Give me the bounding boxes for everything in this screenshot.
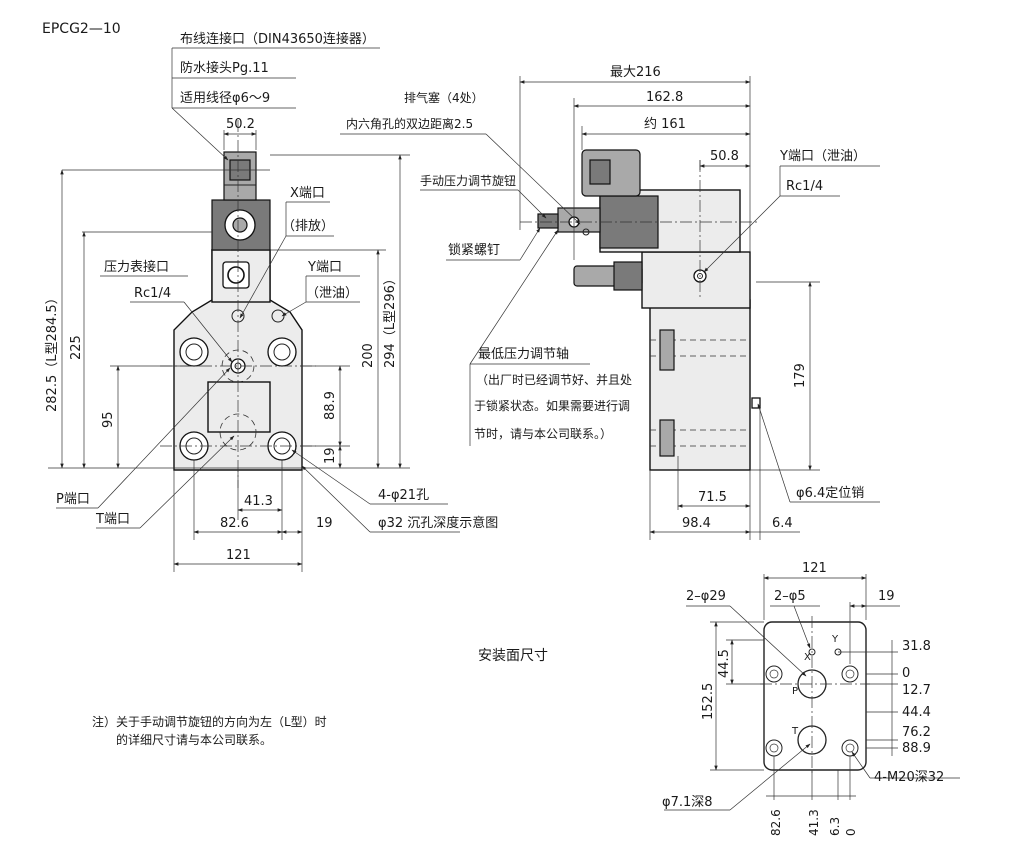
vent-plug-label: 排气塞（4处） bbox=[404, 90, 484, 105]
dim-200: 200 bbox=[361, 343, 376, 368]
y-port-note-front: （泄油） bbox=[306, 286, 358, 301]
port-x-mark: X bbox=[804, 652, 811, 663]
lock-screw-label: 锁紧螺钉 bbox=[448, 242, 500, 258]
min-shaft-label: 最低压力调节轴 bbox=[478, 347, 569, 362]
pin-label: φ6.4定位销 bbox=[796, 486, 864, 501]
dim-162-8: 162.8 bbox=[646, 90, 683, 105]
dim-6-4: 6.4 bbox=[772, 516, 793, 531]
dim-161: 约 161 bbox=[644, 117, 686, 132]
front-view bbox=[160, 120, 316, 488]
waterproof-joint-label: 防水接头Pg.11 bbox=[180, 60, 269, 76]
mount-face-title: 安装面尺寸 bbox=[478, 648, 548, 664]
dim-88-9: 88.9 bbox=[323, 391, 338, 420]
dim-225: 225 bbox=[69, 335, 84, 360]
min-shaft-note-1: （出厂时已经调节好、并且处 bbox=[476, 373, 632, 387]
phi7-label: φ7.1深8 bbox=[662, 795, 713, 810]
port-y-mark: Y bbox=[831, 634, 839, 645]
coord-76-2: 76.2 bbox=[902, 725, 931, 740]
mount-dimensions bbox=[664, 574, 960, 811]
mount-face bbox=[760, 616, 870, 776]
dim-19-vertical: 19 bbox=[323, 447, 338, 464]
gauge-port-label: 压力表接口 bbox=[104, 259, 169, 275]
holes-label: 4-φ21孔 bbox=[378, 488, 429, 503]
hex-label: 内六角孔的双边距离2.5 bbox=[346, 116, 473, 131]
dim-282-5: 282.5（L型284.5） bbox=[45, 291, 60, 412]
y-port-label-front: Y端口 bbox=[307, 260, 342, 275]
coord-88-9: 88.9 bbox=[902, 741, 931, 756]
dim-50-8: 50.8 bbox=[710, 149, 739, 164]
dim-121-front: 121 bbox=[226, 548, 251, 563]
dim-50-2: 50.2 bbox=[226, 117, 255, 132]
y-port-thread-side: Rc1/4 bbox=[786, 179, 823, 194]
min-shaft-note-3: 节时，请与本公司联系。） bbox=[474, 427, 612, 441]
mount-dim-19: 19 bbox=[878, 589, 895, 604]
dim-95: 95 bbox=[101, 411, 116, 428]
dim-98-4: 98.4 bbox=[682, 516, 711, 531]
dim-71-5: 71.5 bbox=[698, 490, 727, 505]
wire-diameter-label: 适用线径φ6～9 bbox=[180, 91, 270, 106]
m20-label: 4-M20深32 bbox=[874, 770, 944, 785]
y-port-label-side: Y端口（泄油） bbox=[779, 149, 866, 164]
note-line-1: 注）关于手动调节旋钮的方向为左（L型）时 bbox=[92, 714, 327, 729]
bottom-0: 0 bbox=[844, 828, 858, 836]
dim-82-6: 82.6 bbox=[220, 516, 249, 531]
mount-dim-121: 121 bbox=[802, 561, 827, 576]
dim-294: 294（L型296） bbox=[383, 272, 398, 368]
dim-179: 179 bbox=[793, 363, 808, 388]
x-port-note: （排放） bbox=[282, 219, 334, 234]
dim-19-horizontal: 19 bbox=[316, 516, 333, 531]
p-port-label: P端口 bbox=[56, 492, 90, 507]
dim-max-216: 最大216 bbox=[610, 65, 661, 80]
dim-41-3: 41.3 bbox=[244, 494, 273, 509]
gauge-thread: Rc1/4 bbox=[134, 286, 171, 301]
bottom-82-6: 82.6 bbox=[769, 809, 783, 836]
coord-0: 0 bbox=[902, 666, 910, 681]
side-dimensions bbox=[340, 76, 880, 540]
bottom-41-3: 41.3 bbox=[807, 809, 821, 836]
mount-dim-152-5: 152.5 bbox=[701, 683, 716, 720]
coord-44-4: 44.4 bbox=[902, 705, 931, 720]
mount-dim-2-phi29: 2–φ29 bbox=[686, 589, 726, 604]
t-port-label: T端口 bbox=[95, 512, 130, 527]
min-shaft-note-2: 于锁紧状态。如果需要进行调 bbox=[474, 398, 630, 413]
x-port-label: X端口 bbox=[290, 186, 325, 201]
mount-dim-44-5: 44.5 bbox=[717, 649, 732, 678]
coord-31-8: 31.8 bbox=[902, 639, 931, 654]
bottom-6-3: 6.3 bbox=[828, 817, 842, 836]
manual-knob-label: 手动压力调节旋钮 bbox=[420, 173, 516, 188]
front-dimensions bbox=[48, 47, 460, 572]
wiring-port-label: 布线连接口（DIN43650连接器） bbox=[180, 31, 375, 47]
counterbore-label: φ32 沉孔深度示意图 bbox=[378, 515, 498, 531]
side-view bbox=[520, 149, 761, 471]
coord-12-7: 12.7 bbox=[902, 683, 931, 698]
port-p-mark: P bbox=[792, 686, 798, 697]
note-line-2: 的详细尺寸请与本公司联系。 bbox=[116, 732, 272, 747]
port-t-mark: T bbox=[791, 726, 799, 737]
model-title: EPCG2—10 bbox=[42, 21, 121, 37]
mount-dim-2-phi5: 2–φ5 bbox=[774, 589, 806, 604]
